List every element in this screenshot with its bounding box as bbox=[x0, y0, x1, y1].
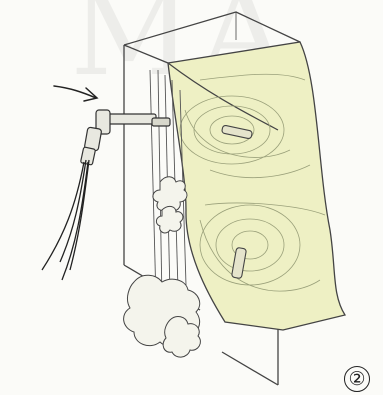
spigot-icon bbox=[80, 110, 170, 165]
log-section bbox=[168, 42, 345, 330]
step-number-badge: ② bbox=[344, 366, 370, 392]
arrow-icon bbox=[54, 86, 97, 101]
hose bbox=[42, 160, 89, 280]
